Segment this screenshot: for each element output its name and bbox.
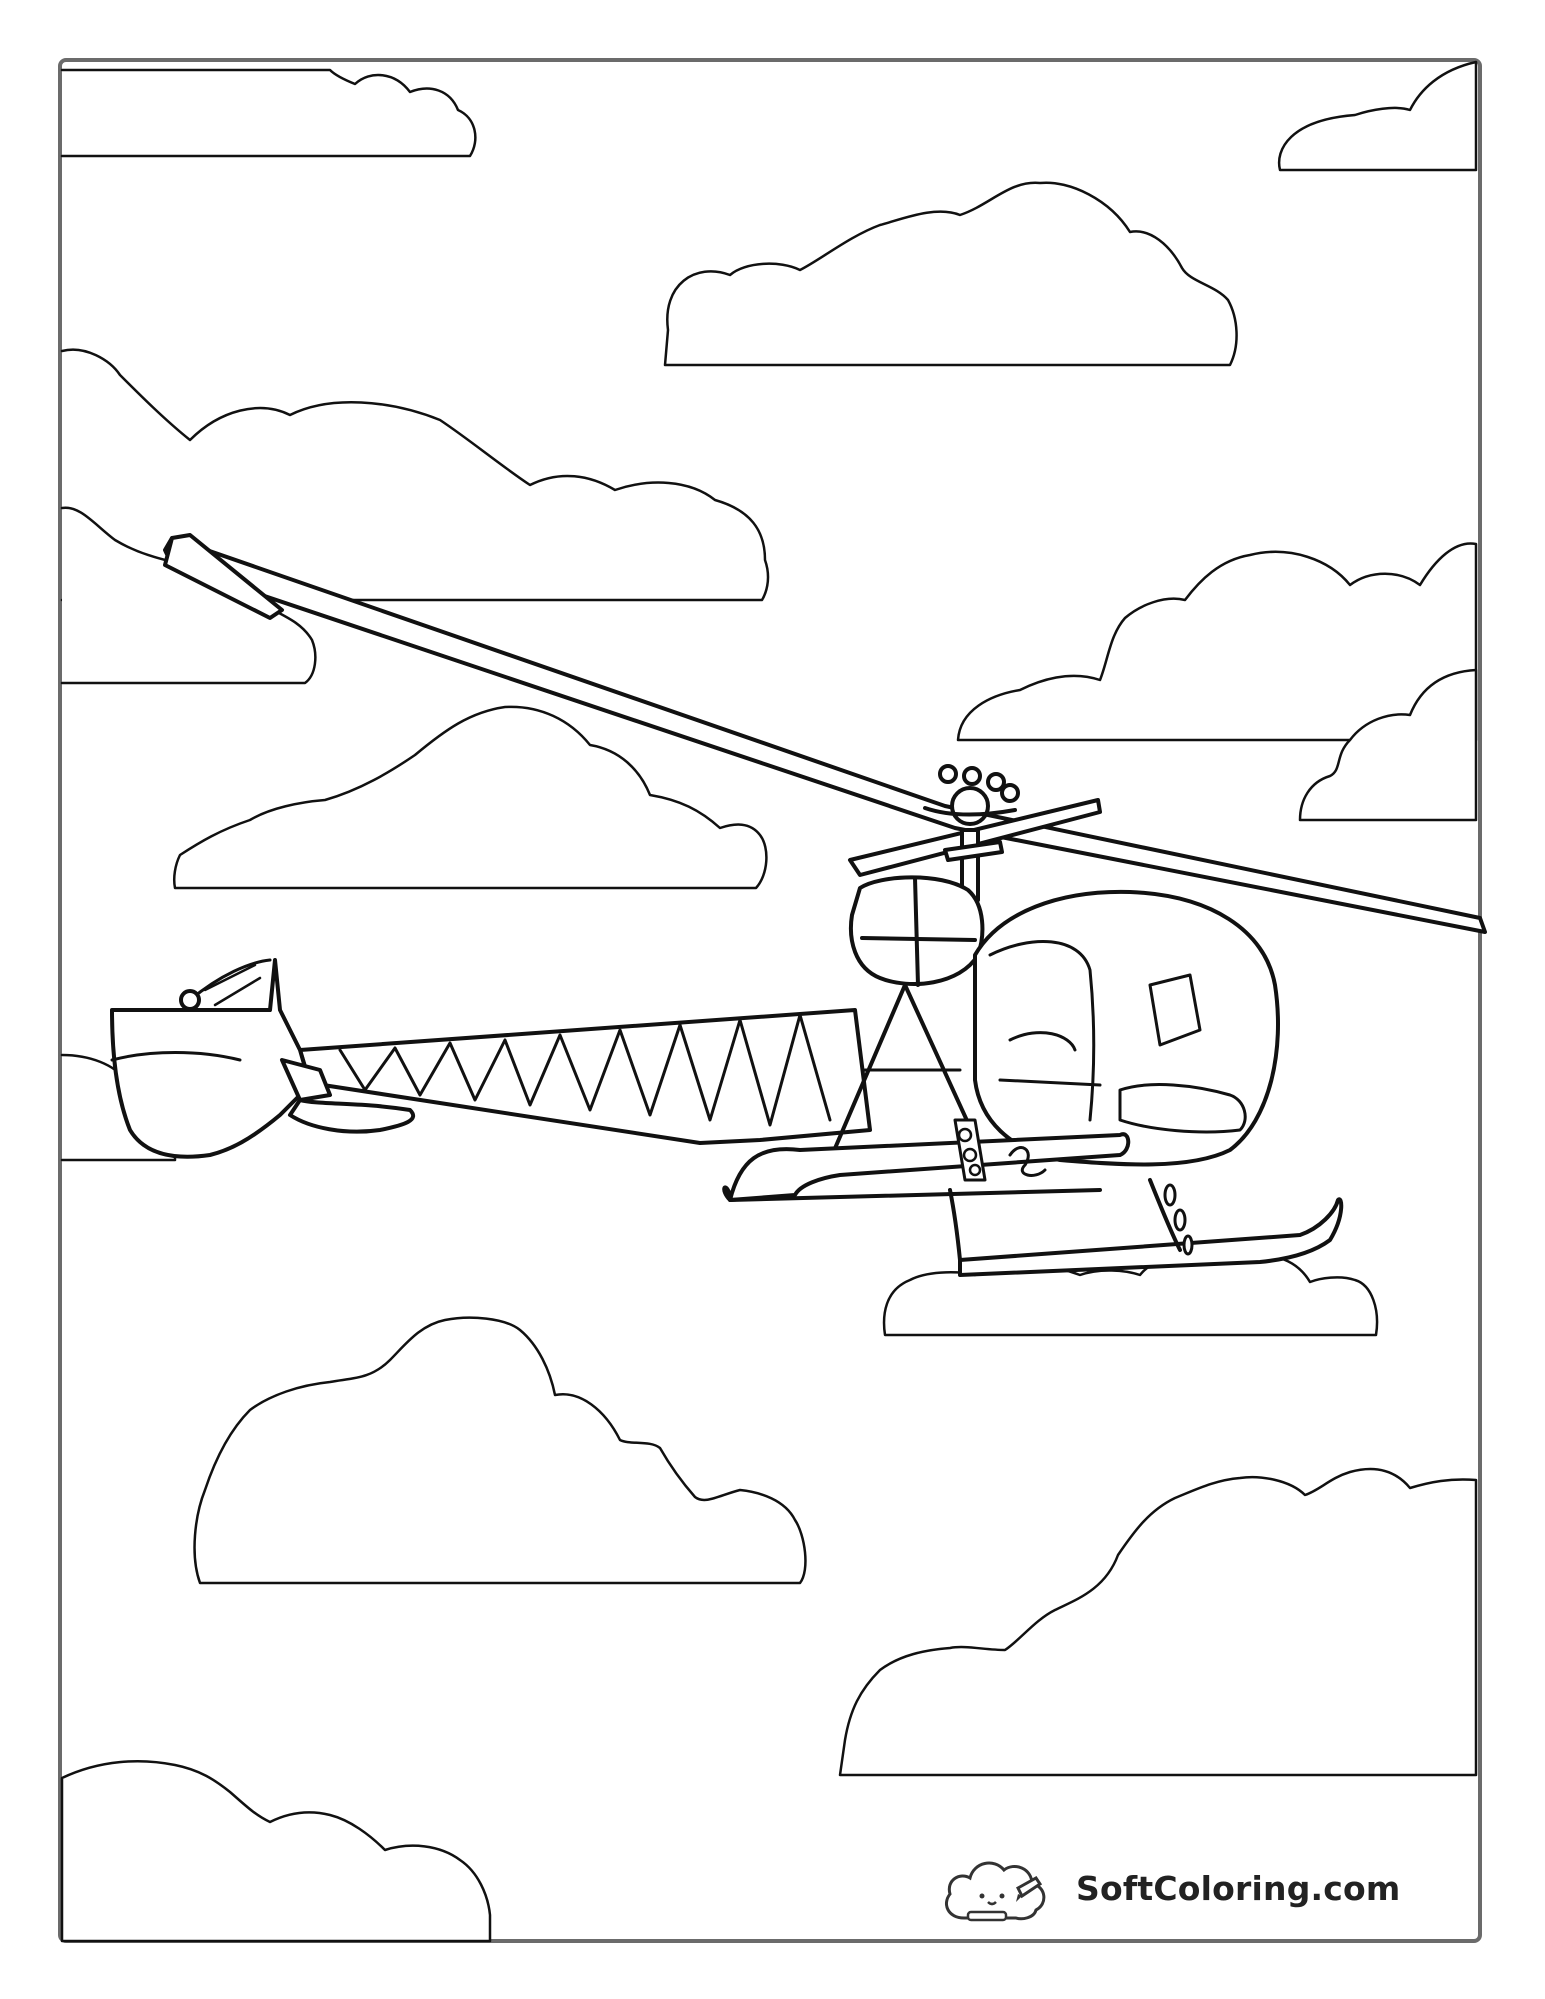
cloud [193,1316,807,1585]
cloud [60,68,477,158]
landing-skid-front [958,1197,1344,1277]
brand-footer: SoftColoring.com [936,1838,1406,1938]
cloud [60,348,770,602]
rotor-hub [950,786,990,826]
cloud [663,181,1238,367]
cloud [60,1760,492,1943]
cloud [838,1467,1478,1777]
cloud [956,542,1478,742]
tail-fin [110,958,312,1159]
skid-strut [948,1178,1182,1262]
brand-site-name: SoftColoring.com [1076,1868,1401,1908]
cloud [172,705,768,890]
cloud-pencil-logo-icon [945,1861,1046,1922]
tail-rotor [280,1058,332,1102]
cloud [1298,668,1478,822]
tail-truss [338,1013,832,1127]
cloud [1277,60,1478,172]
helicopter-illustration [110,533,1487,1277]
main-rotor-blade-tip [163,533,284,620]
